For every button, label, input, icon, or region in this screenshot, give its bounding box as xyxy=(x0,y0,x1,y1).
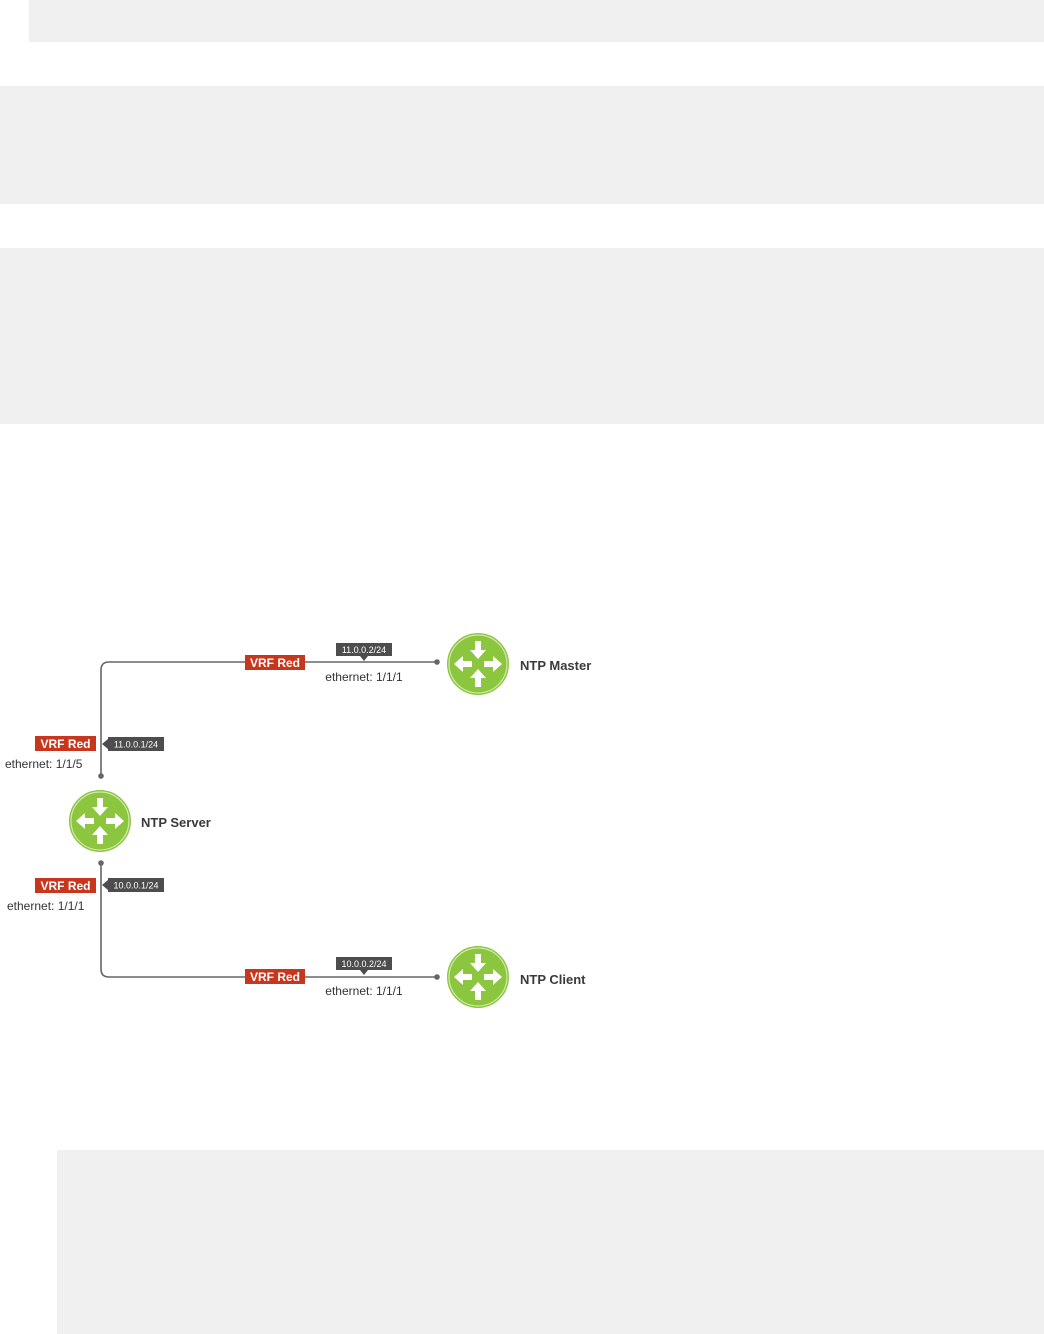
port-dot xyxy=(434,659,440,665)
svg-text:VRF Red: VRF Red xyxy=(250,970,300,984)
vrf-badge: VRF Red xyxy=(245,969,305,984)
code-block xyxy=(0,86,1044,204)
code-block xyxy=(0,248,1044,424)
interface-label: ethernet: 1/1/1 xyxy=(325,670,403,684)
code-block xyxy=(29,0,1044,42)
link-server-master xyxy=(100,661,437,776)
code-block xyxy=(57,1150,1044,1334)
vrf-badge: VRF Red xyxy=(35,878,96,893)
router-icon xyxy=(67,788,133,854)
vrf-badge: VRF Red xyxy=(245,655,305,670)
node-label: NTP Master xyxy=(520,658,591,673)
interface-label: ethernet: 1/1/1 xyxy=(7,899,85,913)
ntp-server-node: NTP Server xyxy=(67,788,211,854)
svg-text:10.0.0.1/24: 10.0.0.1/24 xyxy=(113,881,158,891)
svg-text:11.0.0.2/24: 11.0.0.2/24 xyxy=(342,645,386,655)
vrf-badge: VRF Red xyxy=(35,736,96,751)
port-dot xyxy=(98,860,104,866)
node-label: NTP Server xyxy=(141,815,211,830)
ip-badge: 10.0.0.2/24 xyxy=(336,957,392,975)
svg-text:11.0.0.1/24: 11.0.0.1/24 xyxy=(114,740,158,750)
port-dot xyxy=(98,773,104,779)
ntp-client-node: NTP Client xyxy=(445,944,586,1010)
node-label: NTP Client xyxy=(520,972,586,987)
ip-badge: 10.0.0.1/24 xyxy=(102,878,164,892)
interface-label: ethernet: 1/1/5 xyxy=(5,757,83,771)
interface-label: ethernet: 1/1/1 xyxy=(325,984,403,998)
ntp-master-node: NTP Master xyxy=(445,631,591,697)
ip-badge: 11.0.0.1/24 xyxy=(102,737,164,751)
link-server-client xyxy=(100,863,437,978)
port-dot xyxy=(434,974,440,980)
svg-text:10.0.0.2/24: 10.0.0.2/24 xyxy=(341,959,386,969)
svg-text:VRF Red: VRF Red xyxy=(40,737,90,751)
router-icon xyxy=(445,631,511,697)
svg-text:VRF Red: VRF Red xyxy=(250,656,300,670)
svg-text:VRF Red: VRF Red xyxy=(40,879,90,893)
router-icon xyxy=(445,944,511,1010)
ip-badge: 11.0.0.2/24 xyxy=(336,643,392,661)
